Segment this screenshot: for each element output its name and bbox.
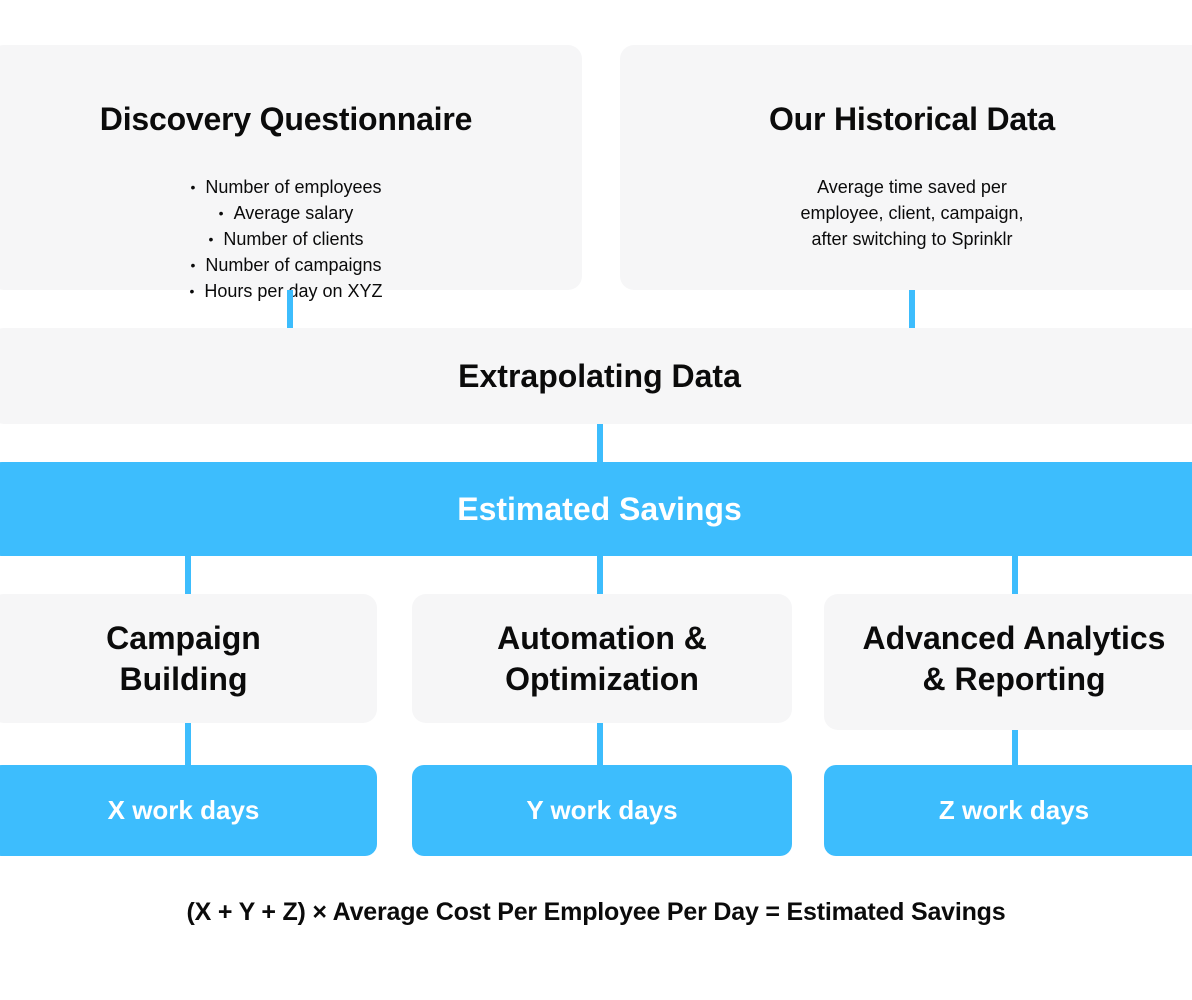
discovery-questionnaire-box: Discovery Questionnaire Number of employ… <box>0 45 582 301</box>
category-advanced-analytics: Advanced Analytics & Reporting <box>824 594 1192 730</box>
estimated-savings-box: Estimated Savings <box>0 462 1192 556</box>
category-title: Advanced Analytics & Reporting <box>862 620 1166 697</box>
historical-data-title: Our Historical Data <box>768 101 1056 137</box>
category-title: Campaign Building <box>106 619 261 697</box>
discovery-questionnaire-title: Discovery Questionnaire <box>99 101 473 137</box>
connector-line <box>1012 556 1018 594</box>
discovery-questionnaire-list: Number of employees Average salary Numbe… <box>0 174 582 304</box>
list-item: Average salary <box>0 200 582 226</box>
historical-data-description: Average time saved per employee, client,… <box>800 177 1024 249</box>
category-automation-optimization: Automation & Optimization <box>412 594 792 723</box>
list-item: Number of employees <box>0 174 582 200</box>
result-z-work-days: Z work days <box>824 765 1192 856</box>
connector-line <box>909 290 915 328</box>
extrapolating-data-title: Extrapolating Data <box>458 357 741 394</box>
list-item: Number of campaigns <box>0 252 582 278</box>
result-y-work-days: Y work days <box>412 765 792 856</box>
historical-data-box: Our Historical Data Average time saved p… <box>620 45 1192 290</box>
connector-line <box>1012 730 1018 765</box>
list-item: Number of clients <box>0 226 582 252</box>
category-campaign-building: Campaign Building <box>0 594 377 723</box>
connector-line <box>185 556 191 594</box>
extrapolating-data-box: Extrapolating Data <box>0 328 1192 424</box>
category-title: Automation & Optimization <box>497 619 707 697</box>
connector-line <box>597 556 603 594</box>
connector-line <box>185 723 191 765</box>
savings-formula: (X + Y + Z) × Average Cost Per Employee … <box>186 898 1006 926</box>
estimated-savings-title: Estimated Savings <box>457 490 742 527</box>
connector-line <box>597 424 603 462</box>
result-x-work-days: X work days <box>0 765 377 856</box>
list-item: Hours per day on XYZ <box>0 278 582 304</box>
connector-line <box>597 723 603 765</box>
connector-line <box>287 290 293 328</box>
